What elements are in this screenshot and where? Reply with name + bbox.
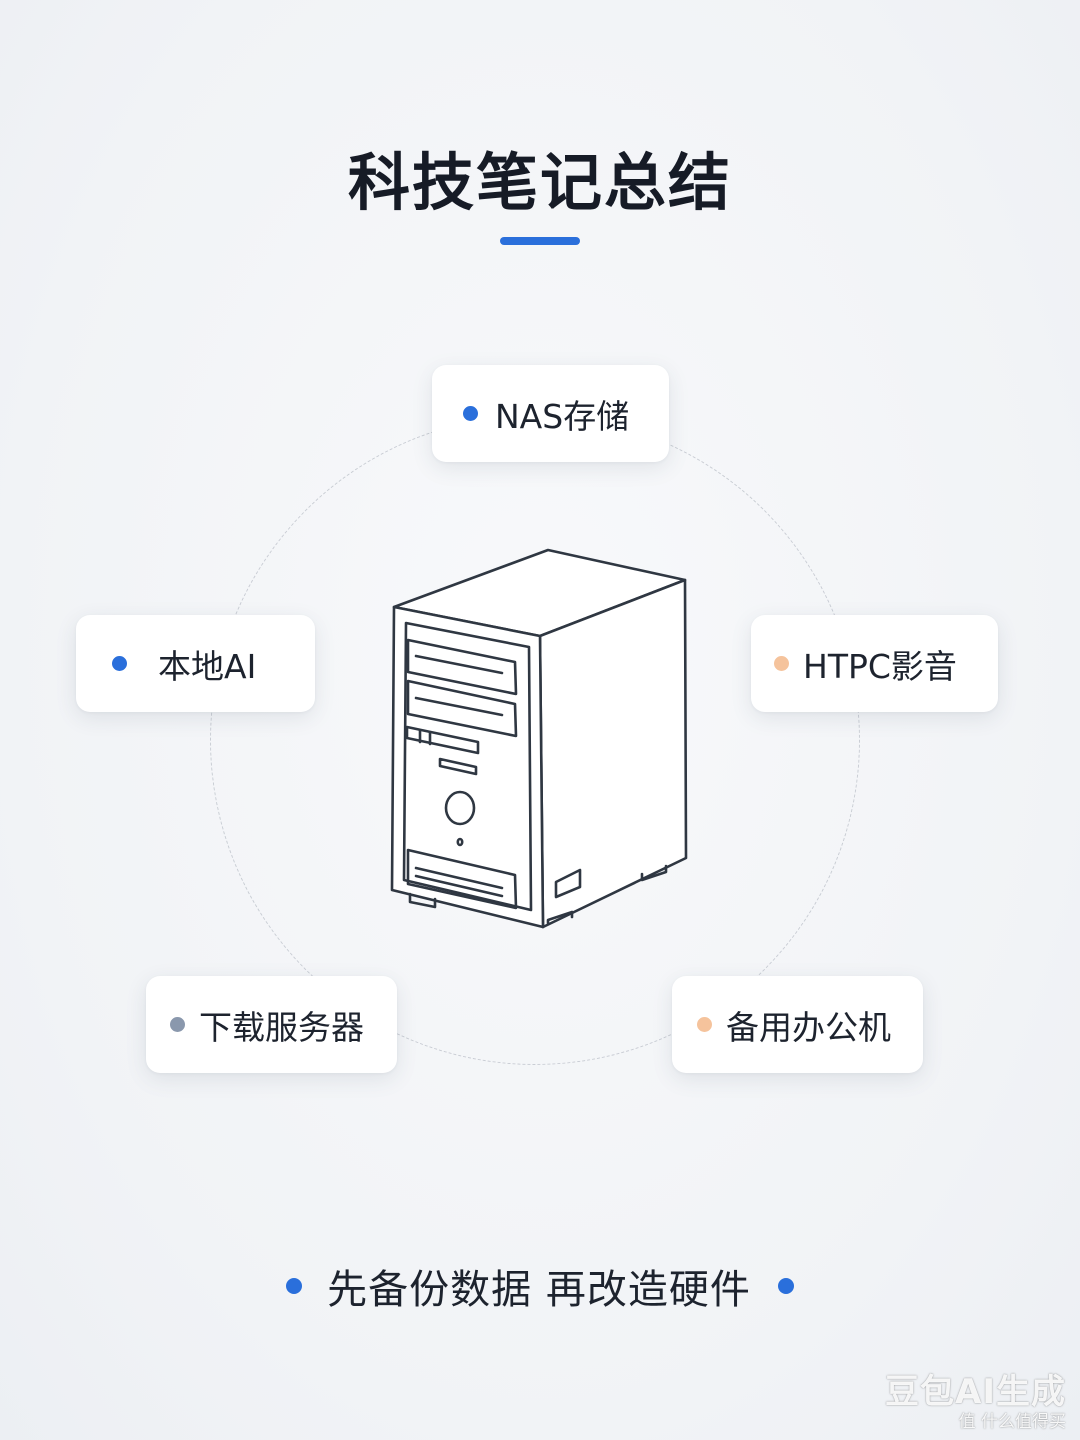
footer-left-dot <box>286 1278 303 1294</box>
footer-right-dot <box>777 1278 794 1294</box>
card-local-ai: 本地AI <box>76 615 315 712</box>
card-nas-storage: NAS存储 <box>432 365 669 462</box>
bullet-dot <box>170 1017 185 1032</box>
footer-text: 先备份数据 再改造硬件 <box>327 1267 751 1313</box>
bullet-dot <box>774 656 789 671</box>
card-label: HTPC影音 <box>803 646 957 686</box>
card-label: 下载服务器 <box>199 1007 364 1047</box>
footer-slogan: 先备份数据 再改造硬件 <box>0 1258 1080 1314</box>
card-label: NAS存储 <box>495 396 630 436</box>
title-underline <box>500 237 580 245</box>
nas-server-tower-icon <box>380 540 700 940</box>
card-htpc: HTPC影音 <box>751 615 998 712</box>
bullet-dot <box>463 406 478 421</box>
card-download-server: 下载服务器 <box>146 976 397 1073</box>
watermark-sub: 值 什么值得买 <box>958 1412 1066 1432</box>
watermark-main: 豆包AI生成 <box>885 1372 1066 1412</box>
page-title: 科技笔记总结 <box>347 146 732 219</box>
bullet-dot <box>697 1017 712 1032</box>
card-backup-office-pc: 备用办公机 <box>672 976 923 1073</box>
bullet-dot <box>112 656 127 671</box>
card-label: 备用办公机 <box>726 1007 891 1047</box>
card-label: 本地AI <box>158 646 257 686</box>
watermark: 豆包AI生成 值 什么值得买 <box>885 1364 1066 1432</box>
